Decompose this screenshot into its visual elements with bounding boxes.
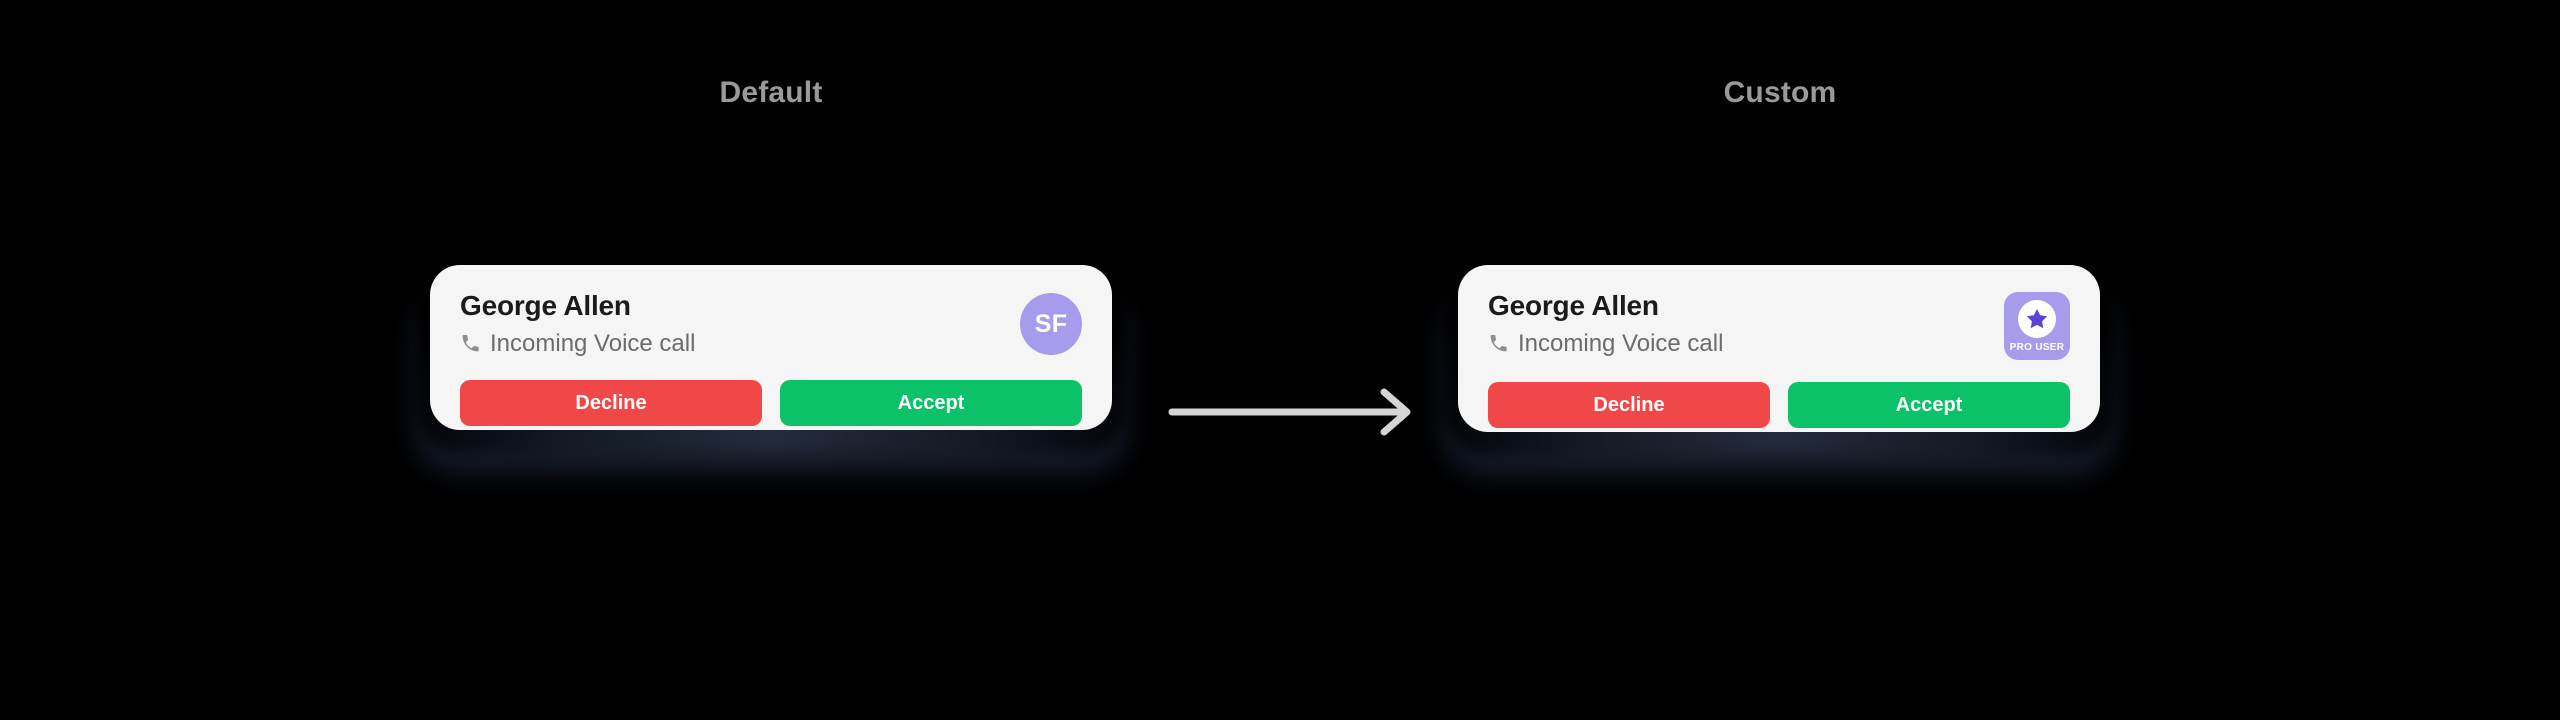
accept-button[interactable]: Accept bbox=[1788, 382, 2070, 428]
incoming-call-card-custom: George Allen Incoming Voice call bbox=[1458, 265, 2100, 432]
call-actions: Decline Accept bbox=[1488, 382, 2070, 428]
decline-button[interactable]: Decline bbox=[1488, 382, 1770, 428]
caller-info: George Allen Incoming Voice call bbox=[1488, 290, 1723, 358]
call-status-row: Incoming Voice call bbox=[460, 330, 695, 358]
call-status-label: Incoming Voice call bbox=[490, 330, 696, 358]
transition-arrow bbox=[1168, 385, 1418, 439]
pro-user-badge[interactable]: PRO USER bbox=[2004, 292, 2070, 360]
call-card-custom-wrapper: George Allen Incoming Voice call bbox=[1444, 265, 2114, 468]
badge-disc bbox=[2018, 300, 2056, 338]
caller-info: George Allen Incoming Voice call bbox=[460, 290, 695, 358]
call-card-default-wrapper: George Allen Incoming Voice call SF Decl… bbox=[416, 265, 1126, 466]
caller-name: George Allen bbox=[1488, 290, 1659, 321]
decline-button[interactable]: Decline bbox=[460, 380, 762, 427]
arrow-right-icon bbox=[1168, 388, 1411, 436]
card-header: George Allen Incoming Voice call bbox=[1488, 290, 2070, 360]
avatar[interactable]: SF bbox=[1020, 293, 1082, 355]
card-header: George Allen Incoming Voice call SF bbox=[460, 290, 1082, 358]
call-status-row: Incoming Voice call bbox=[1488, 330, 1723, 358]
call-status-label: Incoming Voice call bbox=[1518, 330, 1724, 358]
incoming-call-card-default: George Allen Incoming Voice call SF Decl… bbox=[430, 265, 1112, 430]
call-actions: Decline Accept bbox=[460, 380, 1082, 427]
phone-icon bbox=[1488, 333, 1509, 354]
column-heading-custom: Custom bbox=[1723, 76, 1837, 109]
column-heading-default: Default bbox=[719, 76, 823, 109]
phone-icon bbox=[460, 333, 481, 354]
pro-user-badge-label: PRO USER bbox=[2009, 342, 2065, 353]
accept-button[interactable]: Accept bbox=[780, 380, 1082, 427]
caller-name: George Allen bbox=[460, 290, 631, 321]
star-icon bbox=[2026, 308, 2048, 329]
